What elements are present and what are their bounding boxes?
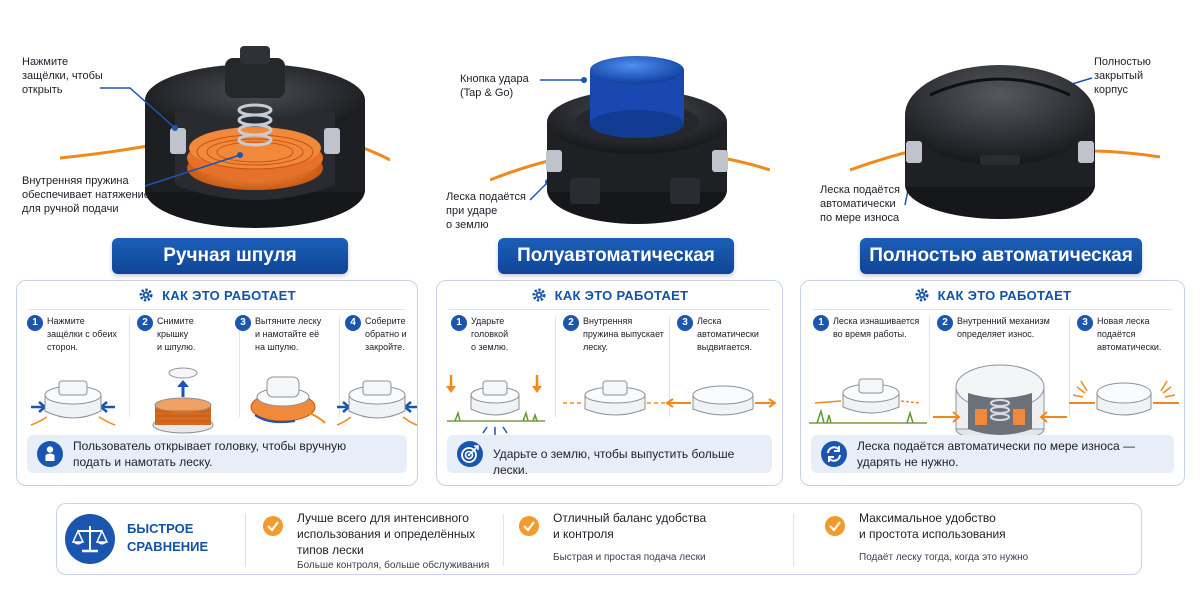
check-icon: [263, 516, 283, 536]
reassemble-illustration: [336, 380, 418, 426]
how-it-works-label: КАК ЭТО РАБОТАЕТ: [937, 288, 1072, 303]
full-note: Леска подаётся автоматически по мере изн…: [811, 435, 1174, 473]
line-wears-illustration: [809, 378, 927, 424]
semi-auto-head-illustration: [490, 50, 770, 230]
target-icon: [457, 441, 483, 467]
tap-ground-illustration: [446, 375, 545, 435]
semi-callout-feed: Леска подаётся при ударе о землю: [446, 191, 526, 231]
manual-callout-spring: Внутренняя пружина обеспечивает натяжени…: [22, 175, 150, 215]
gear-icon: [532, 288, 546, 302]
spring-release-illustration: [563, 380, 667, 416]
semi-callout-tap-button: Кнопка удара (Tap & Go): [460, 73, 529, 99]
check-icon: [825, 516, 845, 536]
full-auto-head-illustration: [850, 55, 1170, 235]
line-extends-illustration: [665, 385, 777, 416]
semi-note: Ударьте о землю, чтобы выпустить больше …: [447, 435, 772, 477]
manual-spool-title: Ручная шпуля: [112, 238, 348, 274]
person-icon: [37, 441, 63, 467]
internal-mechanism-illustration: [933, 364, 1067, 442]
gear-icon: [139, 288, 153, 302]
full-auto-title: Полностью автоматическая: [860, 238, 1142, 274]
gear-icon: [915, 288, 929, 302]
check-icon: [519, 516, 539, 536]
quick-comparison-title: БЫСТРОЕ СРАВНЕНИЕ: [127, 521, 209, 554]
quick-comparison-bar: БЫСТРОЕ СРАВНЕНИЕ Лучше всего для интенс…: [56, 503, 1142, 575]
refresh-icon: [821, 441, 847, 467]
manual-callout-latches: Нажмите защёлки, чтобы открыть: [22, 56, 103, 96]
how-it-works-label: КАК ЭТО РАБОТАЕТ: [162, 288, 296, 303]
full-callout-closed-body: Полностью закрытый корпус: [1094, 56, 1151, 96]
full-callout-auto-feed: Леска подаётся автоматически по мере изн…: [820, 184, 900, 224]
wind-line-illustration: [250, 376, 326, 424]
manual-note: Пользователь открывает головку, чтобы вр…: [27, 435, 407, 473]
new-line-fed-illustration: [1069, 380, 1179, 416]
scales-icon: [65, 514, 115, 564]
press-latches-illustration: [30, 380, 116, 426]
how-it-works-label: КАК ЭТО РАБОТАЕТ: [554, 288, 689, 303]
semi-auto-title: Полуавтоматическая: [498, 238, 734, 274]
remove-spool-illustration: [152, 367, 214, 434]
